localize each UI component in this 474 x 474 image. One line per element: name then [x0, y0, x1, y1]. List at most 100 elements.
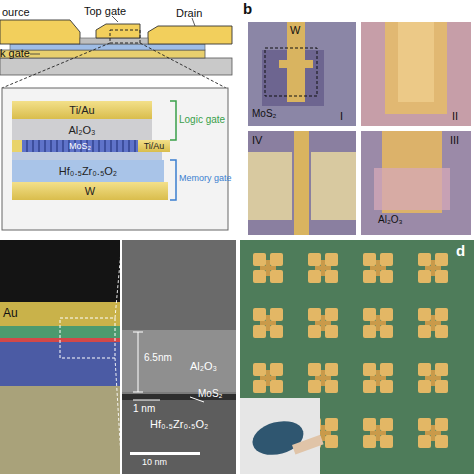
- device-schematic: [0, 16, 232, 88]
- illustration-shape: [265, 48, 317, 96]
- illustration-shape: [398, 22, 434, 102]
- illustration-shape: [363, 418, 393, 448]
- layer-band: Ti/Au: [138, 140, 170, 152]
- device-array: [240, 240, 474, 474]
- illustration-shape: [122, 240, 236, 330]
- figure-label: 6.5nm: [144, 352, 172, 363]
- illustration-shape: [130, 452, 200, 455]
- layer-name: Hf₀.₅Zr₀.₅O₂: [59, 165, 117, 177]
- figure-label: IV: [252, 134, 262, 146]
- illustration-shape: [253, 308, 283, 338]
- figure-label: MoS₂: [252, 108, 276, 119]
- illustration-shape: [248, 152, 292, 220]
- illustration-shape: [2, 88, 228, 230]
- illustration-shape: [110, 30, 140, 43]
- illustration-shape: [294, 131, 309, 235]
- illustration-shape: [0, 20, 80, 44]
- illustration-shape: [122, 330, 236, 392]
- illustration-shape: [10, 44, 205, 50]
- illustration-shape: [385, 22, 447, 114]
- illustration-shape: [308, 308, 338, 338]
- illustration-shape: [240, 398, 320, 474]
- illustration-shape: [418, 253, 448, 283]
- illustration-shape: [0, 240, 120, 302]
- illustration-shape: [248, 131, 356, 235]
- layer-name: Ti/Au: [144, 141, 165, 151]
- illustration-shape: [133, 392, 143, 393]
- illustration-shape: [140, 43, 226, 88]
- figure-label: Top gate: [84, 5, 126, 17]
- layer-name: MoS₂: [69, 141, 91, 151]
- illustration-shape: [0, 386, 120, 474]
- illustration-shape: [133, 400, 160, 401]
- illustration-shape: [279, 60, 313, 68]
- illustration-shape: [30, 54, 40, 55]
- figure-label: Drain: [176, 7, 202, 19]
- illustration-shape: [240, 240, 474, 474]
- illustration-shape: [60, 318, 115, 358]
- figure-label: III: [450, 134, 459, 146]
- layer-band: Ti/Au: [12, 101, 152, 119]
- illustration-shape: [363, 253, 393, 283]
- figure-label: MoS₂: [198, 388, 222, 399]
- figure-label: II: [452, 110, 458, 122]
- layer-name: Al₂O₃: [68, 124, 95, 136]
- illustration-shape: [0, 240, 120, 474]
- illustration-shape: [418, 418, 448, 448]
- illustration-shape: [374, 168, 450, 210]
- illustration-shape: [12, 140, 22, 152]
- figure-label: k gate: [0, 47, 30, 59]
- illustration-shape: [96, 24, 140, 38]
- cross-section: [2, 88, 228, 230]
- figure-label: b: [243, 1, 252, 18]
- layer-name: W: [85, 185, 95, 197]
- illustration-shape: [363, 363, 393, 393]
- figure-label: d: [456, 243, 465, 260]
- illustration-shape: [122, 240, 236, 474]
- illustration-shape: [0, 50, 205, 58]
- illustration-shape: [248, 22, 356, 126]
- figure-label: I: [340, 110, 343, 122]
- illustration-shape: [12, 152, 162, 160]
- illustration-shape: [361, 131, 471, 235]
- illustration-shape: [418, 308, 448, 338]
- figure-label: Hf₀.₅Zr₀.₅O₂: [150, 418, 208, 430]
- illustration-shape: [311, 152, 356, 220]
- layer-name: Ti/Au: [69, 104, 94, 116]
- illustration-shape: [292, 435, 324, 455]
- layer-band: MoS₂: [22, 140, 138, 152]
- figure-label: Logic gate: [179, 114, 225, 125]
- illustration-shape: [122, 400, 236, 474]
- illustration-shape: [138, 332, 139, 392]
- figure-label: Al₂O₃: [190, 360, 217, 372]
- illustration-shape: [170, 101, 176, 140]
- layer-band: Hf₀.₅Zr₀.₅O₂: [12, 160, 164, 182]
- figure-label: ource: [2, 6, 30, 18]
- illustration-shape: [418, 363, 448, 393]
- illustration-shape: [253, 253, 283, 283]
- layer-band: Al₂O₃: [12, 119, 152, 140]
- tem-image: [0, 240, 236, 474]
- illustration-shape: [115, 240, 122, 318]
- illustration-shape: [249, 416, 308, 460]
- illustration-shape: [115, 358, 122, 474]
- illustration-shape: [0, 342, 120, 386]
- illustration-shape: [170, 160, 176, 200]
- illustration-shape: [308, 253, 338, 283]
- layer-band: W: [12, 182, 168, 200]
- illustration-shape: [363, 308, 393, 338]
- figure-label: Memory gate: [179, 174, 232, 184]
- figure-label: 1 nm: [133, 403, 155, 414]
- figure-label: Al₂O₃: [378, 214, 403, 225]
- figure-label: Au: [3, 307, 18, 320]
- optical-micrographs: [248, 22, 471, 235]
- illustration-shape: [133, 332, 143, 333]
- illustration-shape: [0, 58, 232, 75]
- illustration-shape: [308, 363, 338, 393]
